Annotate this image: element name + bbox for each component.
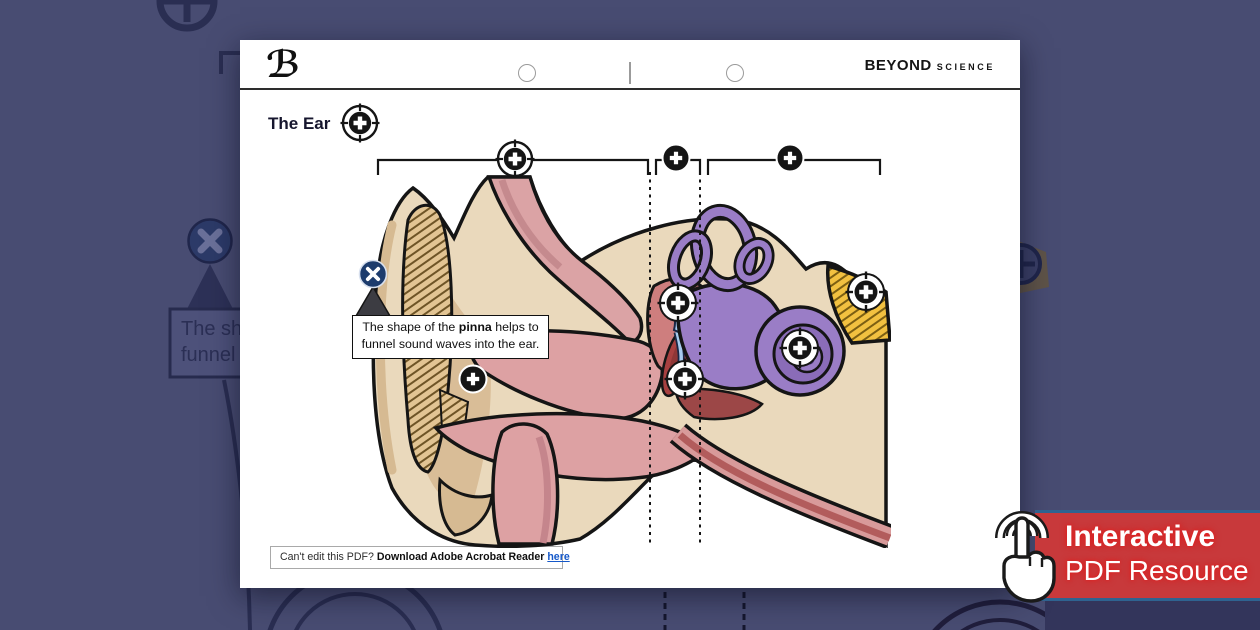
acrobat-note: Can't edit this PDF? Download Adobe Acro… — [270, 546, 570, 569]
ear-illustration — [371, 172, 891, 548]
section-brackets — [376, 158, 882, 175]
ear-diagram — [240, 40, 891, 548]
section-divider-lines — [649, 172, 701, 545]
tooltip-text: The shape of the — [362, 320, 459, 334]
brand-wordmark: BEYOND SCIENCE — [865, 57, 995, 75]
pdf-page: ℬ BEYOND SCIENCE The Ear — [240, 40, 1020, 588]
hotspot-ear-canal-plus-icon[interactable] — [460, 366, 487, 393]
brand-name: BEYOND — [864, 57, 932, 74]
brand-subname: SCIENCE — [936, 62, 995, 72]
temporal-tissue-band — [486, 175, 644, 345]
badge-line1: Interactive — [1065, 520, 1216, 553]
beyond-logo-icon: ℬ — [266, 43, 301, 86]
background-close-icon — [187, 218, 233, 264]
background-bottom-right-arcs — [932, 599, 1068, 630]
eustachian-tube — [669, 423, 891, 548]
pinna-tooltip: The shape of the pinna helps to funnel s… — [352, 315, 549, 359]
page-header: ℬ BEYOND SCIENCE — [240, 40, 1020, 90]
tooltip-term: pinna — [458, 320, 492, 334]
acrobat-note-action: Download Adobe Acrobat Reader — [376, 551, 548, 563]
hotspot-middle-ear-plus-icon[interactable] — [663, 145, 690, 172]
earlobe-fold — [438, 476, 494, 537]
background-plus-marker-icon — [156, 0, 218, 32]
semicircular-canals — [667, 203, 775, 293]
tap-hand-icon — [995, 511, 1056, 603]
header-circle-marker — [518, 64, 536, 82]
hotspot-title-plus-icon[interactable] — [341, 104, 380, 143]
interactive-pdf-badge: Interactive PDF Resource — [1035, 510, 1260, 601]
header-circle-marker — [726, 64, 744, 82]
hotspot-outer-ear-plus-icon[interactable] — [496, 140, 535, 179]
page-title: The Ear — [268, 114, 331, 133]
background-dark-corner — [1045, 601, 1260, 630]
background-tooltip-pointer — [187, 264, 233, 309]
tooltip-close-icon[interactable] — [358, 259, 388, 289]
badge-line2: PDF Resource — [1065, 555, 1249, 586]
tympanic-cavity-floor — [674, 387, 764, 421]
tooltip-text-after: helps to funnel sound waves into the ear… — [361, 320, 540, 351]
acrobat-download-link[interactable]: here — [547, 551, 570, 563]
header-separator — [629, 62, 631, 84]
acrobat-note-prompt: Can't edit this PDF? — [280, 551, 377, 563]
canal-entrance-shade — [535, 435, 551, 544]
tissue-band-core — [498, 178, 563, 270]
hotspot-inner-ear-plus-icon[interactable] — [777, 145, 804, 172]
